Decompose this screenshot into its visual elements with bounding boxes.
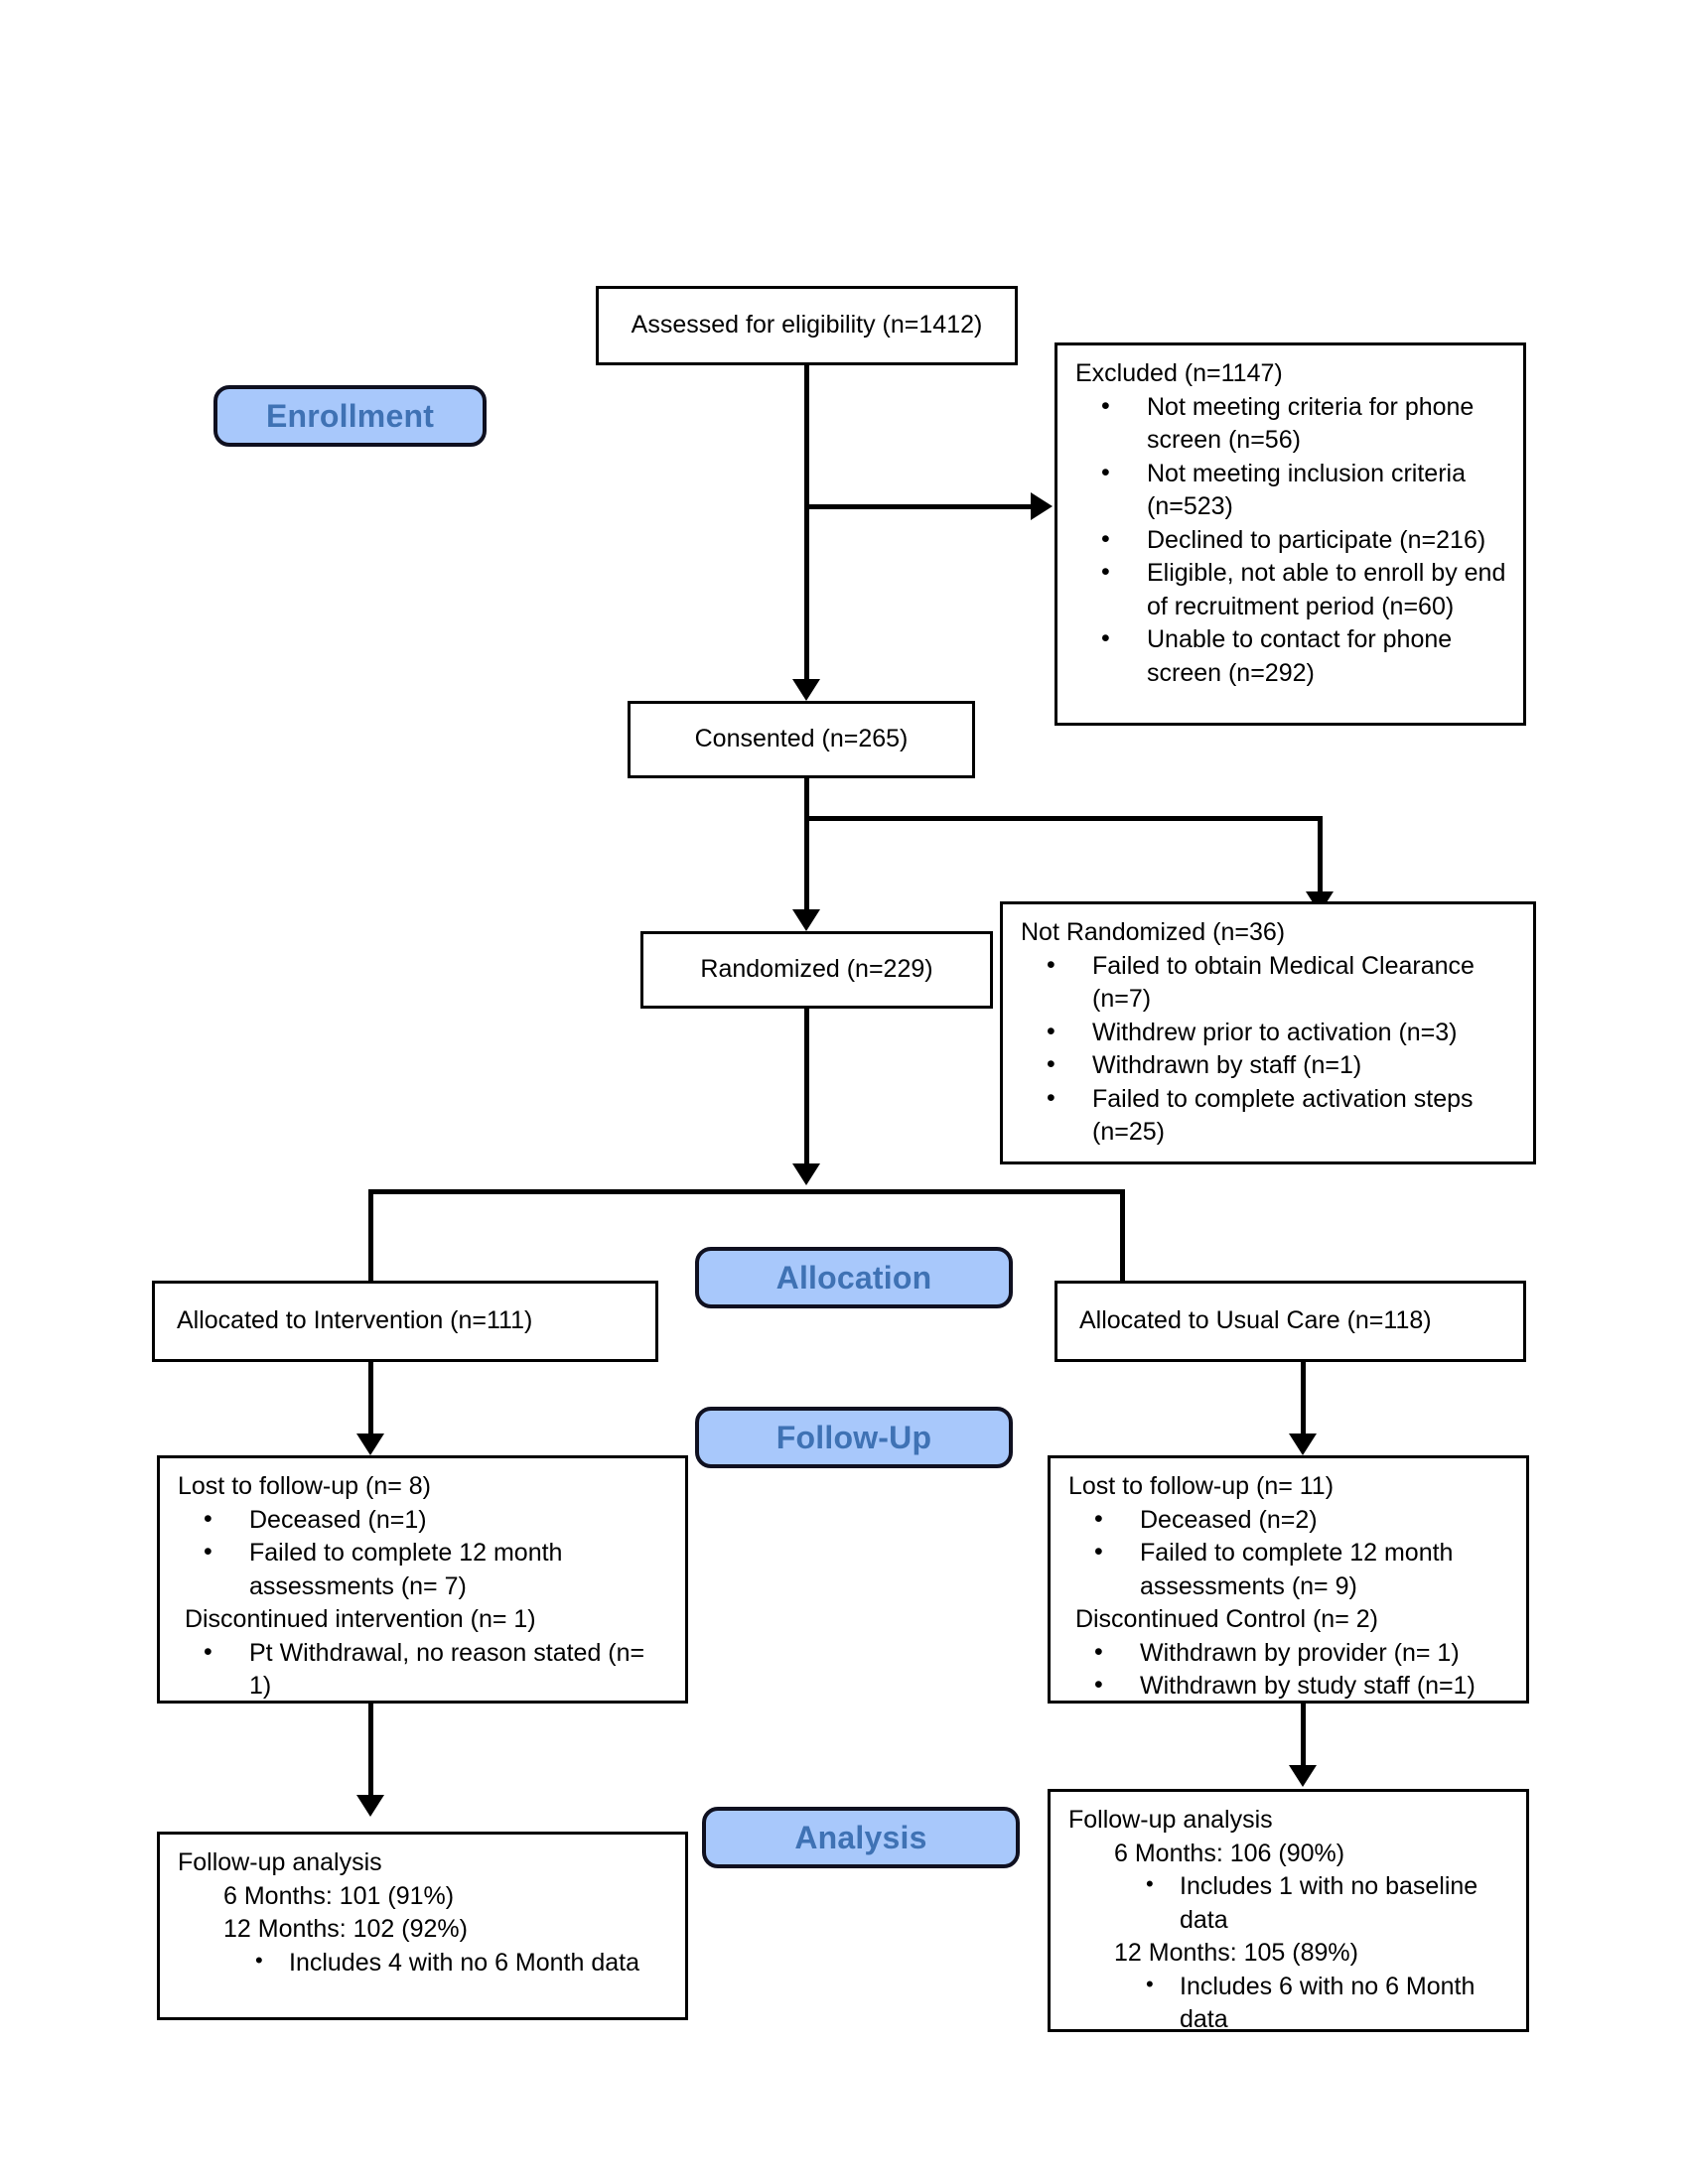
list-item: Not meeting criteria for phone screen (n… — [1075, 390, 1509, 458]
followup-right-disc-heading: Discontinued Control (n= 2) — [1068, 1605, 1378, 1633]
followup-left-lost-list: Deceased (n=1) Failed to complete 12 mon… — [178, 1503, 671, 1604]
list-item: Declined to participate (n=216) — [1075, 523, 1509, 558]
followup-right-lost-heading: Lost to follow-up (n= 11) — [1068, 1472, 1335, 1500]
box-randomized-label: Randomized (n=229) — [700, 955, 933, 984]
box-assessed-for-eligibility-label: Assessed for eligibility (n=1412) — [631, 311, 983, 340]
connector-followup-right-to-analysis — [1301, 1704, 1306, 1773]
arrowhead-randomized-split — [792, 1163, 820, 1185]
list-item: Includes 1 with no baseline data — [1068, 1869, 1512, 1937]
stage-label-followup-text: Follow-Up — [775, 1419, 932, 1455]
box-allocated-usual-care-label: Allocated to Usual Care (n=118) — [1079, 1306, 1432, 1335]
followup-right-lost-list: Deceased (n=2) Failed to complete 12 mon… — [1068, 1503, 1512, 1604]
connector-allocation-split-bar — [368, 1189, 1125, 1194]
analysis-right-heading: Follow-up analysis — [1068, 1806, 1273, 1834]
arrowhead-to-randomized — [792, 909, 820, 931]
analysis-right-6mo-notes: Includes 1 with no baseline data — [1068, 1869, 1512, 1937]
list-item: Failed to complete 12 month assessments … — [178, 1536, 671, 1603]
arrowhead-to-excluded — [1031, 492, 1053, 520]
not-randomized-list: Failed to obtain Medical Clearance (n=7)… — [1021, 949, 1519, 1150]
stage-label-analysis: Analysis — [702, 1807, 1020, 1868]
excluded-heading: Excluded (n=1147) — [1075, 359, 1283, 387]
list-item: Failed to complete activation steps (n=2… — [1021, 1082, 1519, 1150]
connector-allocation-left-drop — [368, 1189, 373, 1289]
followup-left-disc-list: Pt Withdrawal, no reason stated (n= 1) — [178, 1636, 671, 1704]
list-item: Not meeting inclusion criteria (n=523) — [1075, 457, 1509, 524]
box-analysis-usual-care: Follow-up analysis 6 Months: 106 (90%) I… — [1048, 1789, 1529, 2033]
list-item: Deceased (n=1) — [178, 1503, 671, 1538]
list-item: Failed to complete 12 month assessments … — [1068, 1536, 1512, 1603]
arrowhead-to-analysis-right — [1289, 1765, 1317, 1787]
followup-left-lost-heading: Lost to follow-up (n= 8) — [178, 1472, 431, 1500]
followup-right-disc-list: Withdrawn by provider (n= 1) Withdrawn b… — [1068, 1636, 1512, 1704]
list-item: Eligible, not able to enroll by end of r… — [1075, 556, 1509, 623]
analysis-left-heading: Follow-up analysis — [178, 1848, 382, 1876]
connector-intervention-to-followup — [368, 1362, 373, 1441]
list-item: Unable to contact for phone screen (n=29… — [1075, 622, 1509, 690]
stage-label-enrollment: Enrollment — [213, 385, 487, 447]
arrowhead-to-consented — [792, 679, 820, 701]
connector-consented-trunk — [804, 778, 809, 914]
box-assessed-for-eligibility: Assessed for eligibility (n=1412) — [596, 286, 1018, 365]
list-item: Pt Withdrawal, no reason stated (n= 1) — [178, 1636, 671, 1704]
arrowhead-to-analysis-left — [356, 1795, 384, 1817]
connector-assessed-trunk — [804, 365, 809, 684]
box-consented-label: Consented (n=265) — [694, 725, 909, 753]
list-item: Deceased (n=2) — [1068, 1503, 1512, 1538]
stage-label-allocation-text: Allocation — [775, 1259, 932, 1296]
connector-consented-to-not-randomized — [804, 816, 1323, 821]
stage-label-analysis-text: Analysis — [794, 1819, 927, 1855]
connector-followup-left-to-analysis — [368, 1704, 373, 1803]
stage-label-allocation: Allocation — [695, 1247, 1013, 1308]
analysis-right-12mo: 12 Months: 105 (89%) — [1114, 1939, 1358, 1967]
not-randomized-heading: Not Randomized (n=36) — [1021, 918, 1286, 946]
list-item: Includes 6 with no 6 Month data — [1068, 1970, 1512, 2037]
analysis-left-12mo: 12 Months: 102 (92%) — [223, 1915, 468, 1943]
box-allocated-intervention: Allocated to Intervention (n=111) — [152, 1281, 658, 1362]
excluded-list: Not meeting criteria for phone screen (n… — [1075, 390, 1509, 691]
analysis-left-6mo: 6 Months: 101 (91%) — [223, 1881, 455, 1910]
box-followup-usual-care: Lost to follow-up (n= 11) Deceased (n=2)… — [1048, 1455, 1529, 1704]
analysis-left-notes: Includes 4 with no 6 Month data — [178, 1946, 671, 1980]
box-allocated-intervention-label: Allocated to Intervention (n=111) — [177, 1306, 533, 1335]
list-item: Withdrew prior to activation (n=3) — [1021, 1016, 1519, 1050]
box-allocated-usual-care: Allocated to Usual Care (n=118) — [1055, 1281, 1526, 1362]
list-item: Withdrawn by staff (n=1) — [1021, 1048, 1519, 1083]
connector-not-randomized-drop — [1318, 816, 1323, 897]
box-excluded: Excluded (n=1147) Not meeting criteria f… — [1055, 342, 1526, 726]
followup-left-disc-heading: Discontinued intervention (n= 1) — [178, 1605, 536, 1633]
connector-assessed-to-excluded — [804, 504, 1033, 509]
list-item: Failed to obtain Medical Clearance (n=7) — [1021, 949, 1519, 1017]
stage-label-followup: Follow-Up — [695, 1407, 1013, 1468]
box-followup-intervention: Lost to follow-up (n= 8) Deceased (n=1) … — [157, 1455, 688, 1704]
box-analysis-intervention: Follow-up analysis 6 Months: 101 (91%) 1… — [157, 1832, 688, 2020]
analysis-right-12mo-notes: Includes 6 with no 6 Month data — [1068, 1970, 1512, 2037]
arrowhead-to-followup-left — [356, 1433, 384, 1455]
connector-usual-care-to-followup — [1301, 1362, 1306, 1441]
analysis-right-6mo: 6 Months: 106 (90%) — [1114, 1839, 1345, 1867]
list-item: Withdrawn by provider (n= 1) — [1068, 1636, 1512, 1671]
box-not-randomized: Not Randomized (n=36) Failed to obtain M… — [1000, 901, 1536, 1164]
connector-randomized-trunk — [804, 1009, 809, 1169]
arrowhead-to-followup-right — [1289, 1433, 1317, 1455]
connector-allocation-right-drop — [1120, 1189, 1125, 1289]
list-item: Withdrawn by study staff (n=1) — [1068, 1669, 1512, 1704]
list-item: Includes 4 with no 6 Month data — [178, 1946, 671, 1980]
stage-label-enrollment-text: Enrollment — [265, 397, 435, 434]
box-randomized: Randomized (n=229) — [640, 931, 993, 1009]
box-consented: Consented (n=265) — [628, 701, 975, 778]
